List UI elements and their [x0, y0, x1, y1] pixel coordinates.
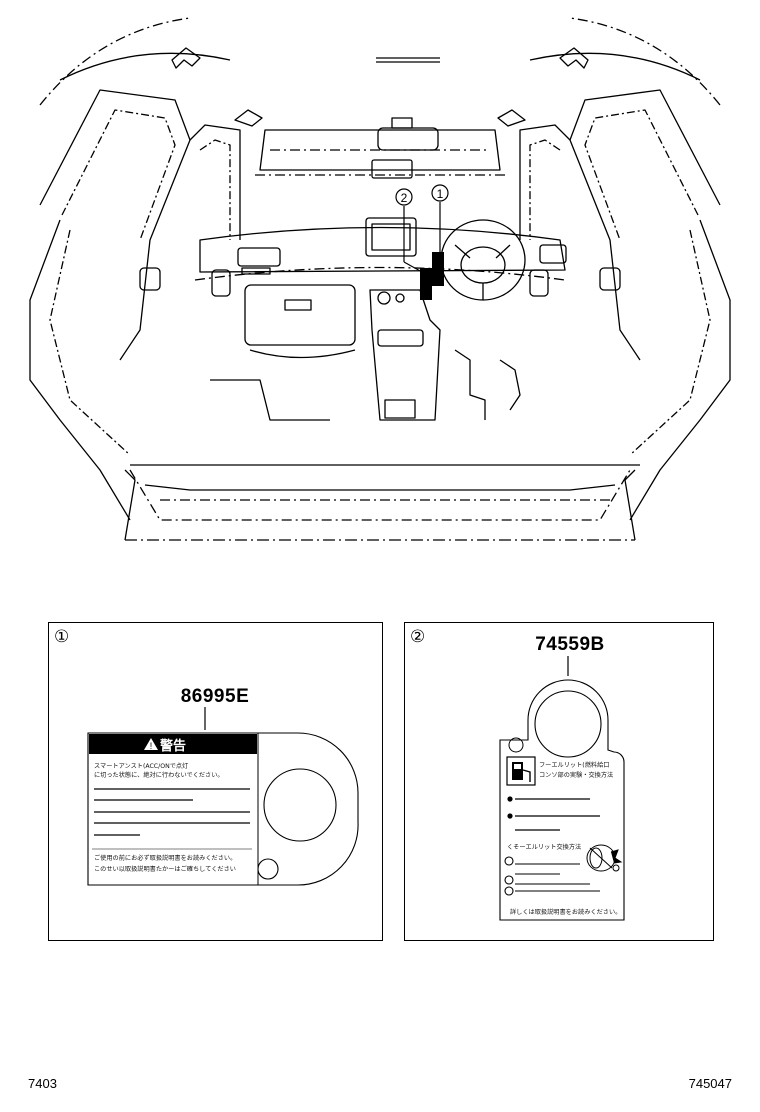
svg-text:!: ! — [150, 741, 153, 751]
fuel-tag-outline — [499, 679, 625, 921]
warning-label-line1: スマートアンスト(ACC/ONで点灯 — [94, 762, 188, 770]
rear-view-mirror — [377, 127, 439, 151]
callout-2: 2 — [395, 188, 413, 206]
panel-1-index: ① — [54, 627, 69, 646]
center-display — [365, 217, 417, 257]
panel-2-part-number: 74559B — [535, 634, 605, 655]
warning-label-header-bar — [89, 734, 257, 754]
fuel-tag-small-hole — [508, 737, 524, 753]
left-grab-handle — [171, 47, 201, 69]
warning-label-large-hole — [263, 768, 337, 842]
label-location-1 — [432, 252, 444, 286]
fuel-tag-footer: 詳しくは取扱説明書をお読みください。 — [510, 908, 621, 916]
fuel-pump-icon — [506, 756, 536, 786]
right-grab-handle — [559, 47, 589, 69]
warning-label-line2: に切った状態に、絶対に行わないでください。 — [94, 771, 224, 779]
fuel-tag-line1: フーエルリット(燃料給口 — [539, 761, 609, 769]
callout-2-number: 2 — [401, 191, 408, 205]
callout-1: 1 — [431, 184, 449, 202]
warning-label-small-hole — [257, 858, 279, 880]
fuel-tag-line3: くそーエルリット交換方法 — [507, 843, 581, 851]
warning-label-outline — [87, 732, 359, 886]
glove-box — [244, 284, 356, 346]
vehicle-interior-illustration: 1 2 — [29, 17, 731, 541]
fuel-tag-line2: コンソ部の実験・交換方法 — [539, 771, 613, 779]
label-location-2 — [420, 268, 432, 300]
warning-label-header: 警告 — [160, 738, 186, 753]
footer-page-code: 7403 — [28, 1076, 57, 1091]
panel-1-part-number: 86995E — [181, 686, 250, 707]
panel-2-index: ② — [410, 627, 425, 646]
callout-1-number: 1 — [437, 187, 444, 201]
fuel-cap-icon — [586, 844, 623, 872]
warning-label-footer1: ご使用の前にお必ず取扱説明書をお読みください。 — [94, 854, 236, 862]
warning-label-footer2: このせい以取扱説明書たかーはご確ちしてください — [94, 865, 236, 873]
fuel-tag-large-hole — [534, 690, 602, 758]
footer-diagram-code: 745047 — [688, 1076, 732, 1091]
warning-triangle-icon — [144, 738, 158, 750]
